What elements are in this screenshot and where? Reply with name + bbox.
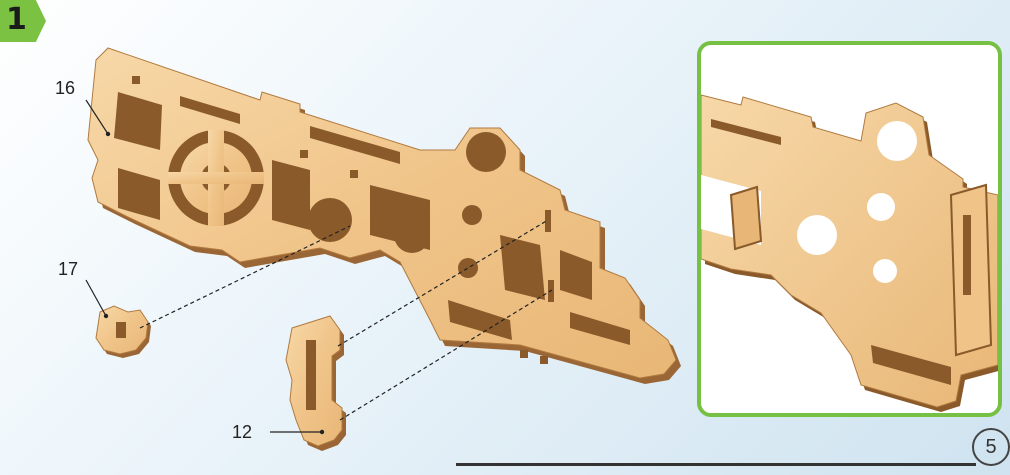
- callout-16: 16: [55, 78, 75, 99]
- page-number: 5: [972, 428, 1010, 466]
- callout-17: 17: [58, 259, 78, 280]
- part-16-panel: [88, 48, 681, 384]
- callout-12: 12: [232, 422, 252, 443]
- footer-rule: [456, 463, 976, 466]
- detail-illustration: [701, 45, 998, 413]
- detail-inset: [697, 41, 1002, 417]
- part-12-piece: [286, 316, 346, 451]
